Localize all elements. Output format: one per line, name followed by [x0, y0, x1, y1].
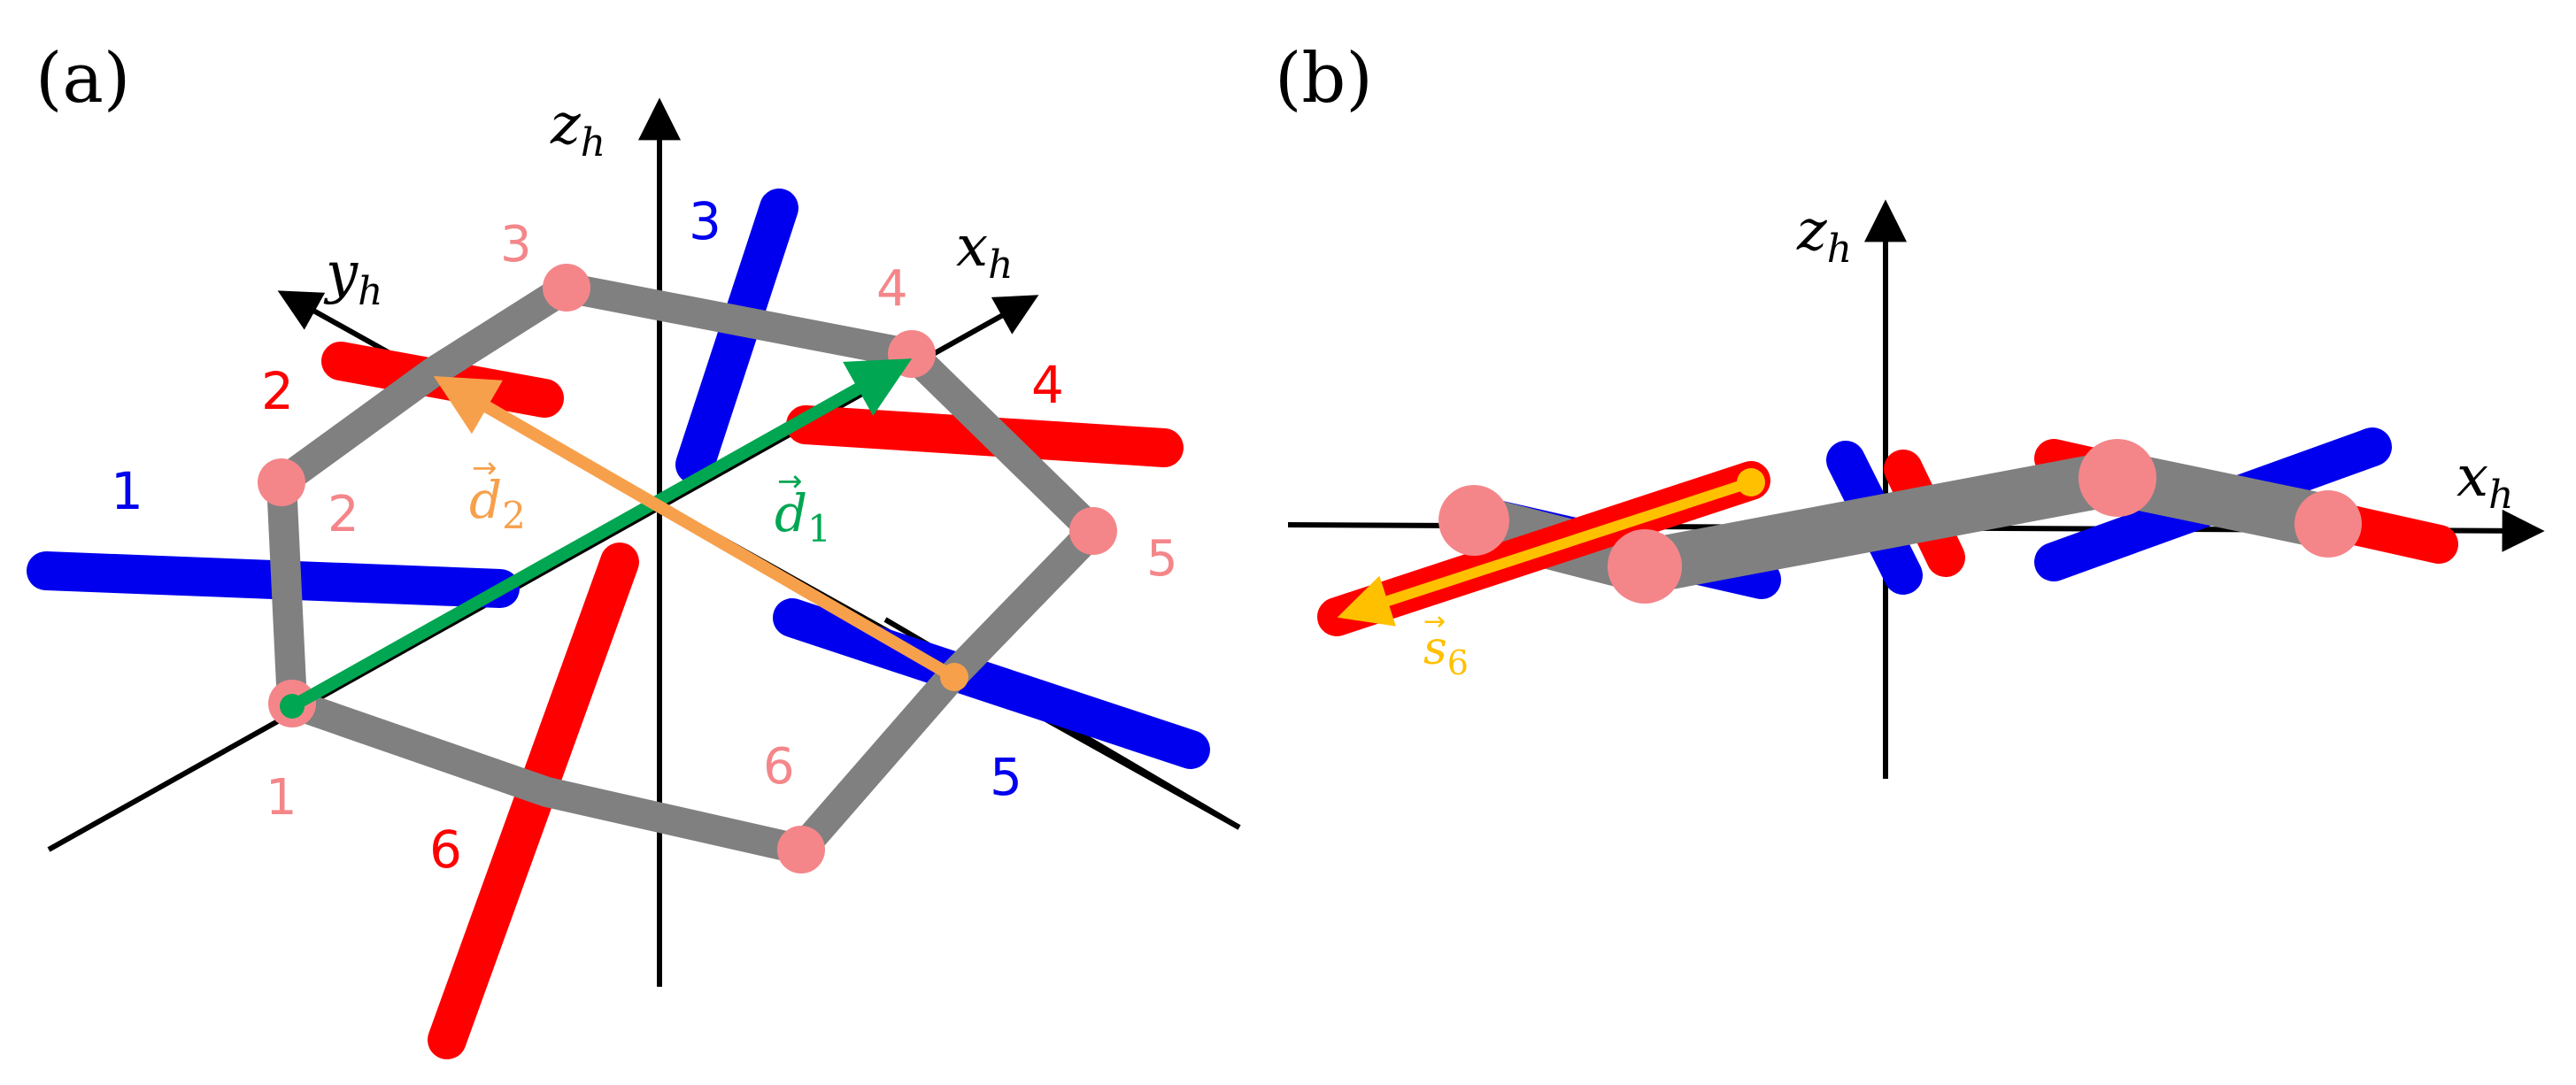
node-label-4: 4 [876, 260, 908, 318]
panel-b: (b) zh xh s6 → [1275, 39, 2545, 779]
vector-s6-arrow-glyph: → [1423, 606, 1446, 637]
rod-5 [773, 598, 1210, 769]
node-6 [777, 826, 825, 873]
node-3 [543, 264, 590, 312]
diagonal-axis [49, 827, 1239, 850]
rod-label-5: 5 [990, 747, 1022, 807]
vector-d2-label: d2 [469, 470, 526, 537]
panel-a: (a) zh yh xh [27, 39, 1241, 1059]
x-axis-label: xh [956, 214, 1013, 288]
rod-labels: 1 2 3 4 5 6 [111, 191, 1064, 880]
node-label-2: 2 [328, 486, 359, 543]
b-node-1 [1438, 485, 1509, 556]
node-label-5: 5 [1146, 530, 1178, 588]
b-z-axis-label: zh [1796, 198, 1852, 272]
rod-label-6: 6 [429, 820, 462, 880]
z-axis-label: zh [550, 92, 605, 165]
b-x-axis-label: xh [2456, 444, 2513, 518]
y-axis-label: yh [323, 241, 383, 314]
vector-d2-arrow-glyph: → [472, 450, 497, 486]
node-label-1: 1 [266, 769, 297, 827]
vector-d2-origin [940, 663, 968, 691]
b-node-3 [2079, 439, 2156, 517]
b-node-2 [1608, 529, 1682, 604]
rod-label-3: 3 [689, 191, 721, 251]
vector-d1 [289, 358, 913, 712]
vector-s6-label: s6 [1423, 622, 1469, 682]
node-5 [1069, 507, 1117, 555]
vector-s6 [1337, 477, 1753, 627]
b-node-4 [2294, 490, 2362, 558]
vector-d1-origin [280, 694, 305, 719]
panel-b-label: (b) [1275, 39, 1373, 119]
rod-label-4: 4 [1031, 355, 1064, 415]
panel-a-label: (a) [35, 39, 130, 119]
grey-ring [266, 272, 1115, 866]
node-2 [258, 458, 305, 506]
node-labels: 1 2 3 4 5 6 [266, 216, 1178, 827]
rod-label-2: 2 [261, 361, 294, 421]
rod-3 [675, 189, 798, 484]
vector-s6-origin [1737, 468, 1765, 496]
vector-d2 [433, 375, 958, 683]
vector-d1-label: d1 [775, 483, 831, 550]
node-label-3: 3 [500, 216, 532, 273]
vector-d1-arrow-glyph: → [777, 464, 803, 499]
node-label-6: 6 [763, 738, 795, 796]
rod-label-1: 1 [111, 461, 143, 521]
